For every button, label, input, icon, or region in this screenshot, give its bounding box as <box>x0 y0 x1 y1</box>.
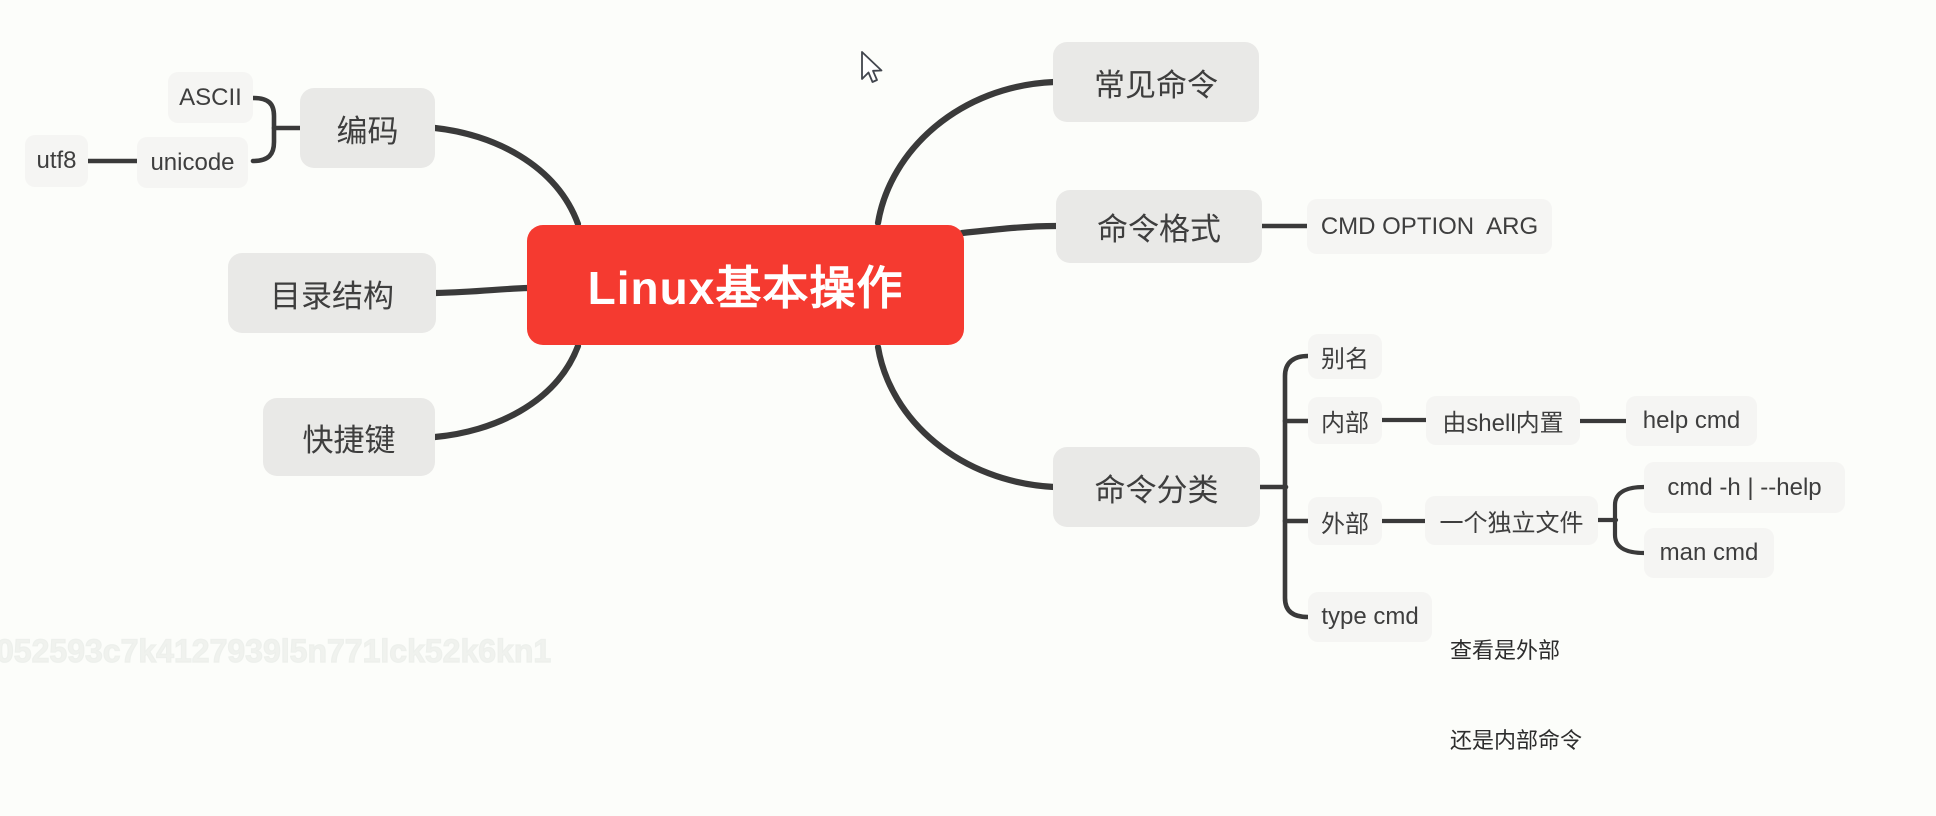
mouse-cursor-icon <box>861 51 883 83</box>
note-line-1: 查看是外部 <box>1450 638 1561 663</box>
node-mancmd[interactable]: man cmd <box>1644 528 1774 578</box>
node-standalone[interactable]: 一个独立文件 <box>1425 496 1598 545</box>
node-geshi[interactable]: 命令格式 <box>1056 190 1262 263</box>
mindmap-canvas[interactable]: Linux基本操作 编码 目录结构 快捷键 ASCII unicode utf8… <box>0 0 1936 753</box>
node-typecmd[interactable]: type cmd <box>1308 592 1432 642</box>
connector-standalone-bracket <box>1612 484 1647 556</box>
connector-fenlei-bracket <box>1282 353 1311 620</box>
watermark-text: 052593c7k4127939l5n771lck52k6kn1 <box>0 632 552 669</box>
connector-root-changjian <box>874 78 1058 227</box>
node-bianma[interactable]: 编码 <box>300 88 435 168</box>
node-cmdhelp[interactable]: cmd -h | --help <box>1644 462 1845 513</box>
node-ascii[interactable]: ASCII <box>168 72 253 123</box>
node-unicode[interactable]: unicode <box>137 137 248 188</box>
node-kuaijie[interactable]: 快捷键 <box>263 398 435 476</box>
node-changjian[interactable]: 常见命令 <box>1053 42 1259 122</box>
connector-root-bianma <box>431 124 582 228</box>
connector-root-mulu <box>432 284 532 297</box>
node-waibu[interactable]: 外部 <box>1308 497 1382 545</box>
note-type-cmd[interactable]: 查看是外部 还是内部命令 <box>1450 576 1582 816</box>
node-utf8[interactable]: utf8 <box>25 135 88 187</box>
node-mulu[interactable]: 目录结构 <box>228 253 436 333</box>
node-root[interactable]: Linux基本操作 <box>527 225 964 345</box>
note-line-2: 还是内部命令 <box>1450 728 1583 753</box>
connector-bianma-bracket <box>250 95 277 164</box>
node-neibu[interactable]: 内部 <box>1308 397 1382 444</box>
node-fenlei[interactable]: 命令分类 <box>1053 447 1260 527</box>
connector-root-geshi <box>958 222 1060 237</box>
connector-root-kuaijie <box>431 342 582 441</box>
node-helpcmd[interactable]: help cmd <box>1626 396 1757 446</box>
connector-root-fenlei <box>874 343 1058 491</box>
node-bieming[interactable]: 别名 <box>1308 334 1382 379</box>
node-cmdformat[interactable]: CMD OPTION ARG <box>1307 199 1552 254</box>
node-shellbuiltin[interactable]: 由shell内置 <box>1426 396 1580 445</box>
